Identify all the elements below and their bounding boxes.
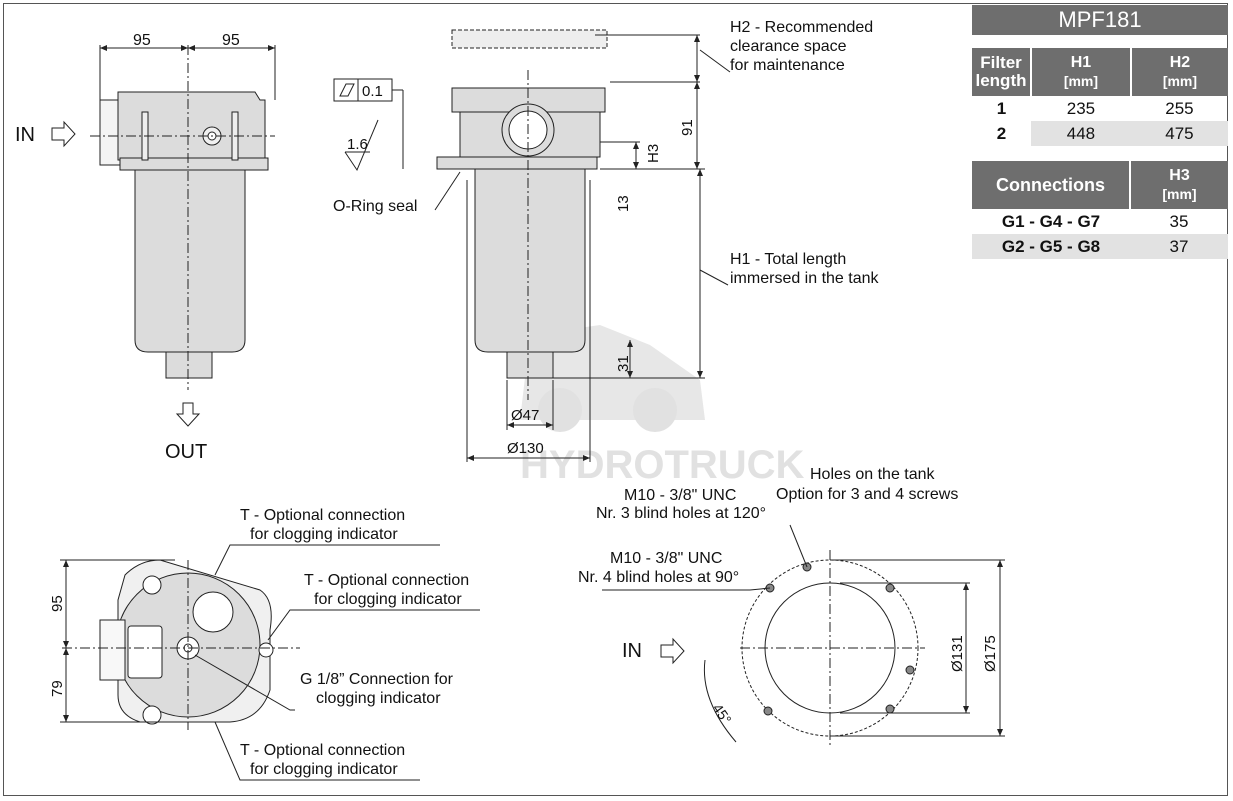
th-h3: H3[mm] [1129, 161, 1228, 209]
dim-31: 31 [615, 355, 632, 372]
angle-45: 45° [710, 701, 735, 728]
m10-4holes-label-1: M10 - 3/8" UNC [610, 550, 722, 567]
holes-label-1: Holes on the tank [810, 466, 936, 483]
cell-h3: 37 [1169, 236, 1189, 256]
side-view [333, 29, 731, 462]
m10-4holes-label-2: Nr. 4 blind holes at 90° [578, 569, 739, 586]
dim-91: 91 [679, 119, 696, 136]
table-row: G1 - G4 - G7 35 [972, 209, 1228, 234]
dim-h3: H3 [645, 144, 662, 163]
dia-175: Ø175 [982, 635, 999, 672]
table-row: G2 - G5 - G8 37 [972, 234, 1228, 259]
cell-h2: 475 [1165, 123, 1194, 143]
h1-label-1: H1 - Total length [730, 251, 846, 268]
t2-label-2: for clogging indicator [314, 591, 462, 608]
th-connections: Connections [995, 174, 1105, 195]
watermark-text: HYDROTRUCK [520, 443, 805, 487]
t2-label-1: T - Optional connection [304, 572, 469, 589]
cell-connection: G2 - G5 - G8 [1001, 236, 1101, 256]
h2-label-2: clearance space [730, 38, 847, 55]
cell-h3: 35 [1169, 211, 1189, 231]
dim-95-vertical: 95 [49, 595, 66, 612]
oring-label: O-Ring seal [333, 198, 417, 215]
dia-130: Ø130 [507, 440, 544, 457]
cell-h1: 448 [1066, 123, 1096, 143]
cell-connection: G1 - G4 - G7 [1001, 211, 1101, 231]
in-label-bottom: IN [622, 640, 642, 662]
t1-label-2: for clogging indicator [250, 526, 398, 543]
dim-95-right: 95 [222, 32, 240, 49]
model-title: MPF181 [972, 5, 1228, 35]
dim-13: 13 [615, 195, 632, 212]
top-view [60, 544, 480, 781]
g-label-1: G 1/8” Connection for [300, 671, 454, 688]
holes-label-2: Option for 3 and 4 screws [776, 486, 958, 503]
th-h2: H2[mm] [1129, 48, 1228, 96]
front-view [51, 45, 276, 427]
in-label-top: IN [15, 124, 35, 146]
m10-3holes-label-1: M10 - 3/8" UNC [624, 487, 736, 504]
dia-47: Ø47 [511, 407, 539, 424]
drawing-frame [3, 3, 1228, 796]
t3-label-1: T - Optional connection [240, 742, 405, 759]
cell-h2: 255 [1165, 98, 1194, 118]
table-row: 1 235 255 [972, 96, 1228, 121]
dim-95-left: 95 [133, 32, 151, 49]
g-label-2: clogging indicator [316, 690, 441, 707]
h2-label-3: for maintenance [730, 57, 845, 74]
dia-131: Ø131 [949, 635, 966, 672]
cell-length: 2 [972, 121, 1031, 146]
dim-79-vertical: 79 [49, 680, 66, 697]
th-h1: H1[mm] [1030, 48, 1131, 96]
tank-holes-view [602, 524, 1005, 745]
h1-label-2: immersed in the tank [730, 270, 880, 287]
h2-label-1: H2 - Recommended [730, 19, 873, 36]
roughness-value: 1.6 [347, 136, 368, 153]
t1-label-1: T - Optional connection [240, 507, 405, 524]
flatness-value: 0.1 [362, 83, 383, 100]
m10-3holes-label-2: Nr. 3 blind holes at 120° [596, 505, 766, 522]
t3-label-2: for clogging indicator [250, 761, 398, 778]
out-label: OUT [165, 441, 207, 463]
connections-table: Connections H3[mm] G1 - G4 - G7 35 G2 - … [972, 161, 1228, 259]
table-row: 2 448 475 [972, 121, 1228, 146]
cell-length: 1 [996, 98, 1007, 118]
cell-h1: 235 [1066, 98, 1096, 118]
